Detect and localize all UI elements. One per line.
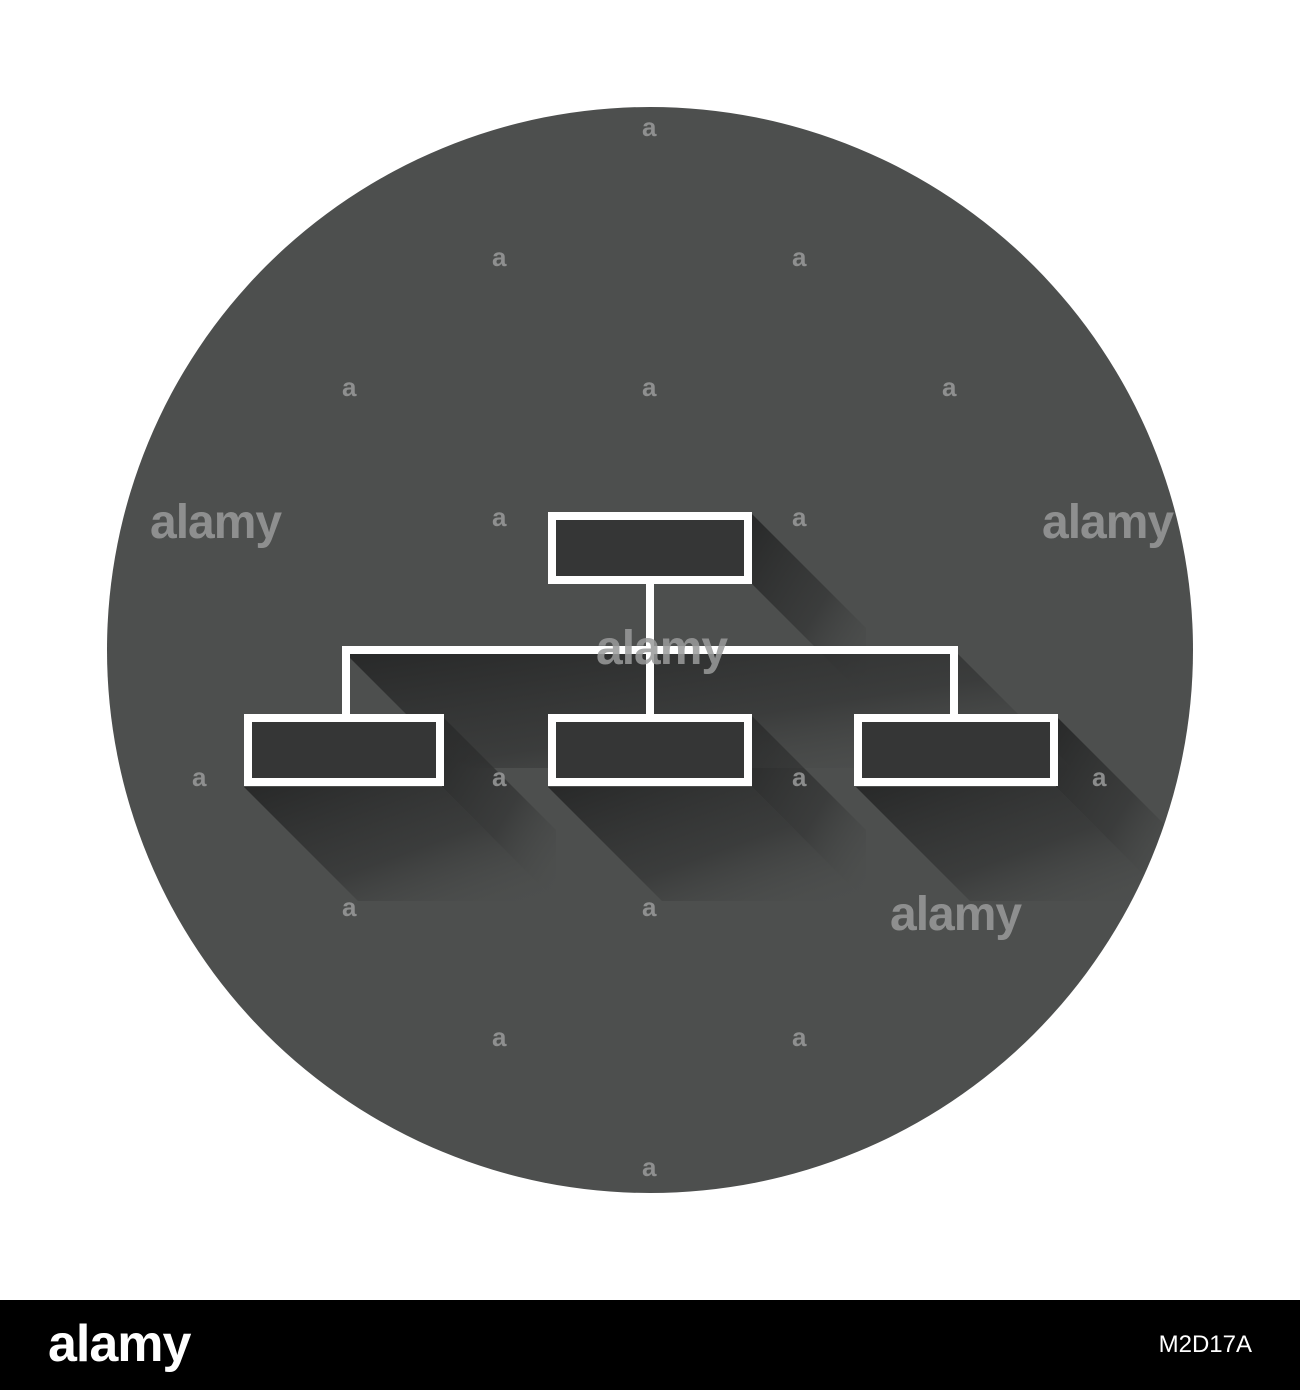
watermark: alamy alamy alamy alamy a a a a a a a a … bbox=[150, 112, 1175, 1182]
watermark-word: alamy bbox=[150, 496, 282, 549]
watermark-letter: a bbox=[792, 762, 807, 792]
middle-node bbox=[548, 714, 752, 786]
watermark-letter: a bbox=[492, 762, 507, 792]
watermark-letter: a bbox=[342, 892, 357, 922]
illustration: alamy alamy alamy alamy a a a a a a a a … bbox=[107, 107, 1193, 1193]
footer-bar: alamy M2D17A bbox=[0, 1300, 1300, 1390]
shadow-middle-box bbox=[548, 787, 866, 901]
watermark-word: alamy bbox=[596, 622, 728, 675]
watermark-letter: a bbox=[792, 502, 807, 532]
watermark-letter: a bbox=[192, 762, 207, 792]
watermark-letter: a bbox=[492, 242, 507, 272]
top-node bbox=[548, 512, 752, 584]
shadow-right-box-side bbox=[1056, 716, 1170, 901]
image-id-label: M2D17A bbox=[1158, 1331, 1252, 1358]
left-node bbox=[244, 714, 444, 786]
watermark-letter: a bbox=[342, 372, 357, 402]
watermark-letter: a bbox=[642, 372, 657, 402]
illustration-svg: alamy alamy alamy alamy a a a a a a a a … bbox=[107, 107, 1193, 1193]
hierarchy-structure-icon bbox=[244, 512, 1058, 786]
watermark-letter: a bbox=[1092, 762, 1107, 792]
watermark-letter: a bbox=[792, 1022, 807, 1052]
shadow-left-box bbox=[244, 787, 556, 901]
watermark-letter: a bbox=[642, 112, 657, 142]
watermark-letter: a bbox=[642, 892, 657, 922]
connectors bbox=[342, 580, 958, 718]
watermark-letter: a bbox=[942, 372, 957, 402]
right-node bbox=[854, 714, 1058, 786]
footer-logo: alamy bbox=[48, 1315, 191, 1373]
watermark-letter: a bbox=[492, 502, 507, 532]
watermark-word: alamy bbox=[1042, 496, 1174, 549]
shadow-right-box bbox=[856, 787, 1170, 901]
watermark-letter: a bbox=[792, 242, 807, 272]
watermark-letter: a bbox=[642, 1152, 657, 1182]
watermark-word: alamy bbox=[890, 888, 1022, 941]
watermark-letter: a bbox=[492, 1022, 507, 1052]
